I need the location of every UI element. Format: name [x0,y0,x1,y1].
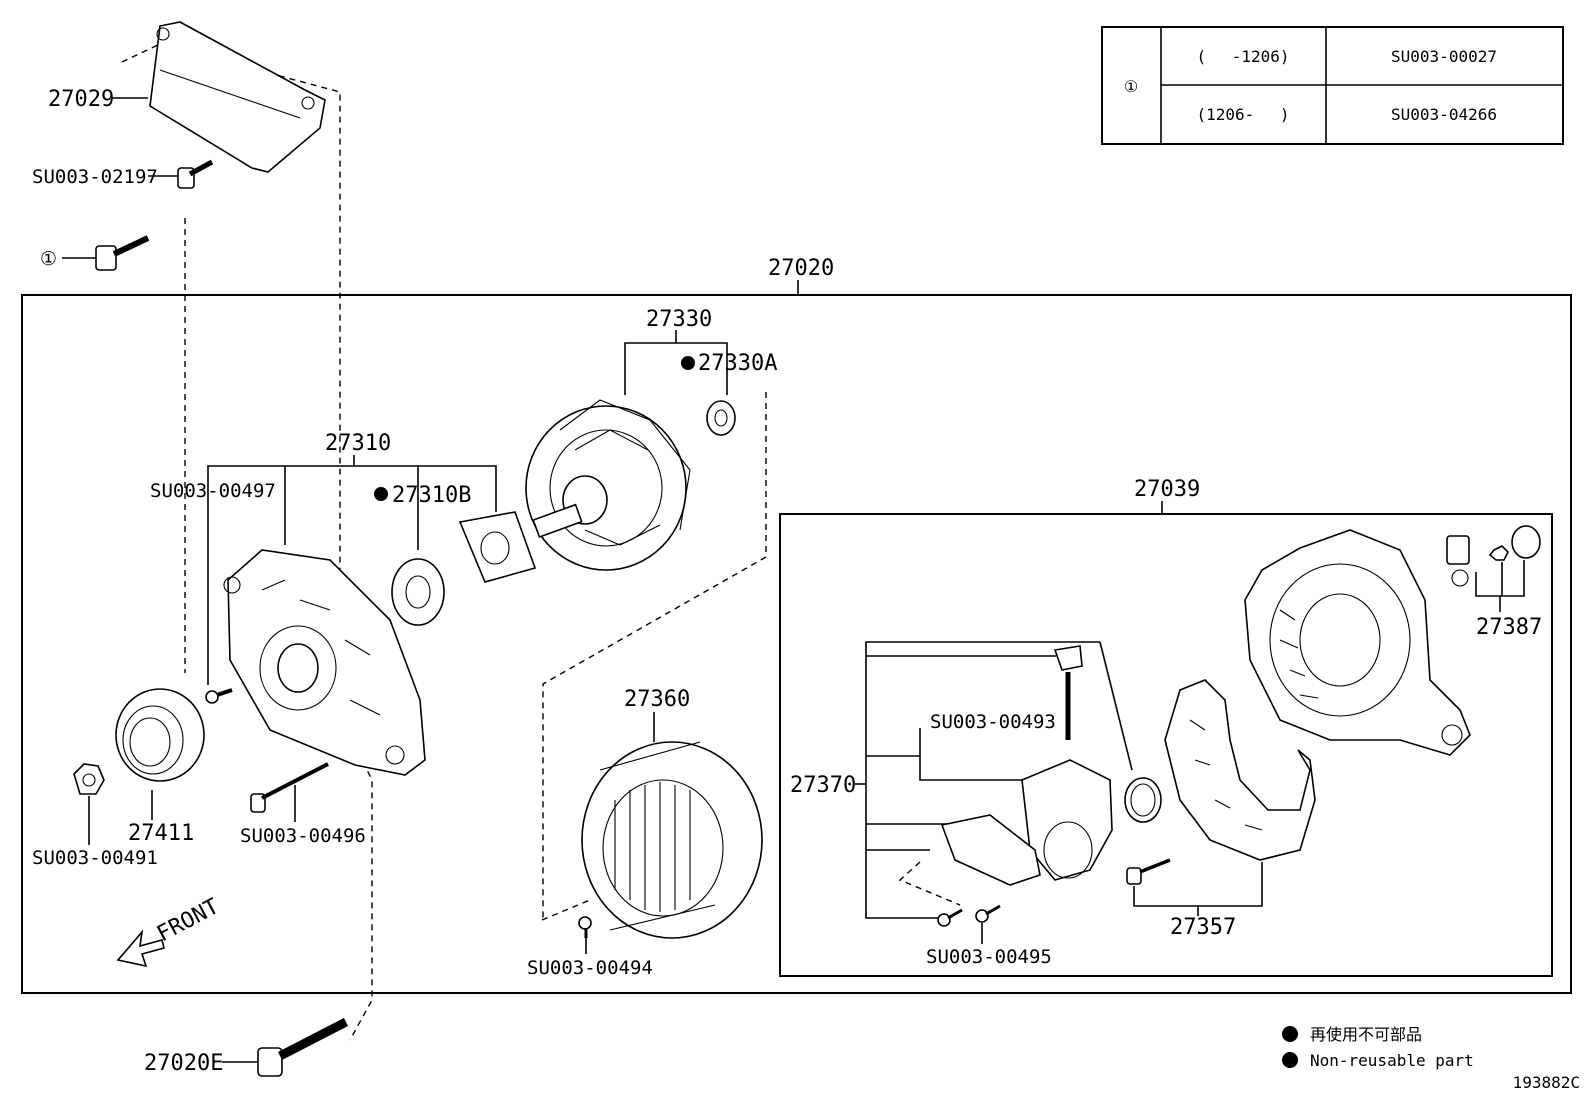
screw-su003-00497 [205,688,233,704]
variant-table: ① ( -1206) SU003-00027 (1206- ) SU003-04… [1101,26,1564,145]
label-su003-02197: SU003-02197 [32,166,158,188]
variant-part-2: SU003-04266 [1391,105,1497,124]
front-arrow: FRONT [116,894,223,968]
stator-27360: 27360 [581,687,763,939]
label-27330a: 27330A [698,351,777,376]
screws-su003-00495: SU003-00495 [926,904,1052,968]
label-front: FRONT [153,894,223,947]
label-27039: 27039 [1134,477,1200,502]
bolt-su003-00496: SU003-00496 [240,762,366,847]
label-27029: 27029 [48,87,114,112]
terminal-27387: 27387 [1446,525,1542,640]
non-reusable-dot [681,356,695,370]
label-bolt-marker: ① [40,248,57,270]
label-su003-00493: SU003-00493 [930,711,1056,733]
label-27310b: 27310B [392,483,471,508]
label-27387: 27387 [1476,615,1542,640]
figure-code: 193882C [1513,1073,1580,1092]
legend: 再使用不可部品 Non-reusable part [1282,1025,1474,1070]
rectifier-27357: 27357 [1126,679,1316,940]
legend-japanese: 再使用不可部品 [1310,1025,1422,1044]
rotor-27330: 27330 27330A [525,307,777,571]
label-27411: 27411 [128,821,194,846]
bolt-27020e: 27020E [144,1017,349,1077]
subassembly-box-27039 [779,513,1553,977]
legend-dot-1 [1282,1026,1298,1042]
assembly-box-27020 [21,294,1572,994]
rear-frame [1244,529,1471,756]
label-27360: 27360 [624,687,690,712]
non-reusable-dot [374,487,388,501]
bolt-variant: ① [40,235,150,271]
label-27330: 27330 [646,307,712,332]
screw-su003-00494: SU003-00494 [527,916,653,979]
alignment-lines [121,43,961,1041]
nut-su003-00491: SU003-00491 [32,763,158,869]
label-27020: 27020 [768,256,834,281]
label-27370: 27370 [790,773,856,798]
label-su003-00495: SU003-00495 [926,946,1052,968]
label-su003-00491: SU003-00491 [32,847,158,869]
label-27357: 27357 [1170,915,1236,940]
end-frame-27310: 27310 SU003-00497 27310B [150,431,537,776]
label-27310: 27310 [325,431,391,456]
label-27020e: 27020E [144,1051,223,1076]
variant-marker: ① [1124,77,1138,96]
variant-range-1: ( -1206) [1196,47,1289,66]
legend-english: Non-reusable part [1310,1051,1474,1070]
label-su003-00496: SU003-00496 [240,825,366,847]
bolt-su003-02197: SU003-02197 [32,159,214,189]
label-su003-00497: SU003-00497 [150,480,276,502]
variant-part-1: SU003-00027 [1391,47,1497,66]
variant-range-2: (1206- ) [1196,105,1289,124]
label-su003-00494: SU003-00494 [527,957,653,979]
brush-holder-27370: 27370 SU003-00493 [790,641,1162,919]
legend-dot-2 [1282,1052,1298,1068]
pulley-27411: 27411 [115,688,205,846]
cover-27029: 27029 [48,21,326,173]
